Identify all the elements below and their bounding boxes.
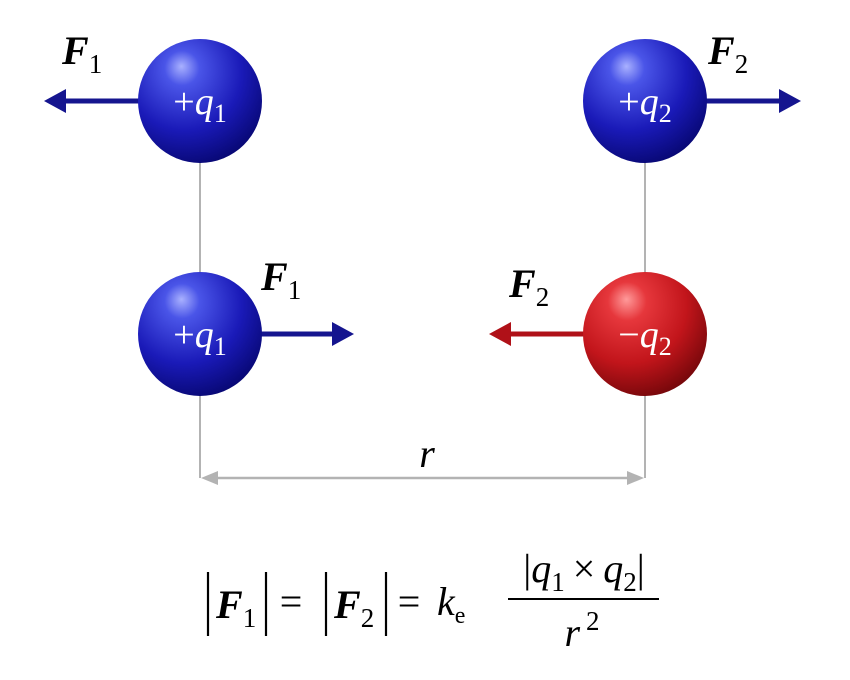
- force-arrow-top-left: [44, 89, 140, 113]
- charge-label-bottom-right: −q2: [618, 314, 671, 361]
- charge-label-bottom-left: +q1: [173, 314, 226, 361]
- distance-label: r: [419, 431, 435, 476]
- charge-sphere-bottom-left: [138, 272, 262, 396]
- force-label-top-right: F2: [707, 28, 748, 79]
- formula-equals-2: =: [398, 579, 421, 624]
- force-label-bottom-left: F1: [260, 254, 301, 305]
- force-arrow-top-right: [705, 89, 801, 113]
- force-arrow-bottom-right: [489, 322, 587, 346]
- formula-equals-1: =: [280, 579, 303, 624]
- formula-coulomb-constant: ke: [437, 579, 465, 629]
- charge-label-top-right: +q2: [618, 81, 671, 128]
- charge-sphere-bottom-right: [583, 272, 707, 396]
- distance-dimension: [201, 471, 644, 485]
- force-label-bottom-right: F2: [508, 261, 549, 312]
- formula-numerator: |q1×q2|: [523, 546, 645, 597]
- formula-force1: F1: [215, 582, 256, 633]
- charge-sphere-top-left: [138, 39, 262, 163]
- force-arrow-bottom-left: [258, 322, 354, 346]
- force-label-top-left: F1: [61, 28, 102, 79]
- formula-force2: F2: [333, 582, 374, 633]
- charge-sphere-top-right: [583, 39, 707, 163]
- charge-label-top-left: +q1: [173, 81, 226, 128]
